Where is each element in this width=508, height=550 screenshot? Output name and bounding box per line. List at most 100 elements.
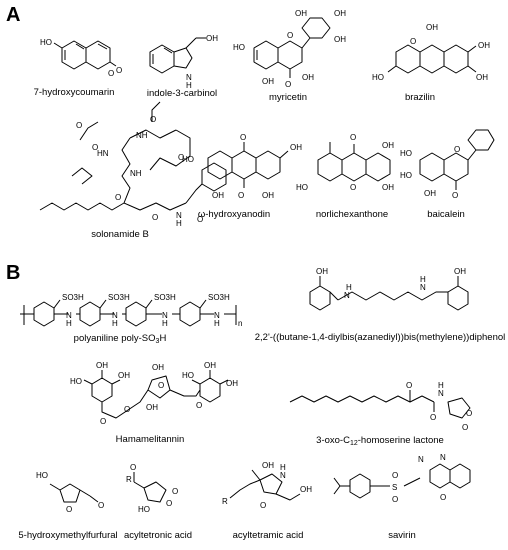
svg-text:O: O — [196, 401, 202, 410]
svg-text:OH: OH — [204, 361, 216, 370]
svg-text:N: N — [186, 73, 192, 82]
svg-text:O: O — [124, 405, 130, 414]
caption-indole-3-carbinol: indole-3-carbinol — [146, 88, 218, 99]
caption-solonamide-b: solonamide B — [91, 229, 149, 240]
caption-brazilin: brazilin — [404, 92, 436, 103]
svg-text:N: N — [162, 311, 168, 320]
svg-text:O: O — [76, 121, 82, 130]
svg-text:N: N — [344, 291, 350, 300]
svg-text:H: H — [214, 319, 220, 328]
svg-text:OH: OH — [476, 73, 488, 82]
svg-text:OH: OH — [290, 143, 302, 152]
structure-hamamelitannin: OH HO OH OH HO OH OH OH O O O O — [70, 361, 238, 426]
svg-text:O: O — [260, 501, 266, 510]
svg-text:N: N — [280, 471, 286, 480]
svg-text:O: O — [454, 145, 460, 154]
svg-text:OH: OH — [96, 361, 108, 370]
svg-text:H: H — [438, 381, 444, 390]
caption-omega-hydroxyanodin: ω-hydroxyanodin — [197, 209, 271, 220]
svg-text:O: O — [100, 417, 106, 426]
caption-hamamelitannin: Hamamelitannin — [115, 434, 185, 445]
svg-text:OH: OH — [316, 267, 328, 276]
svg-text:HO: HO — [36, 471, 48, 480]
svg-text:OH: OH — [424, 189, 436, 198]
svg-text:OH: OH — [426, 23, 438, 32]
svg-text:O: O — [392, 471, 398, 480]
caption-diphenol: 2,2'-((butane-1,4-diylbis(azanediyl))bis… — [254, 332, 506, 343]
svg-text:H: H — [112, 319, 118, 328]
svg-text:OH: OH — [334, 9, 346, 18]
svg-text:O: O — [166, 499, 172, 508]
structure-acyltetramic: R OH H N O OH — [222, 461, 312, 510]
svg-text:OH: OH — [382, 141, 394, 150]
svg-text:OH: OH — [295, 9, 307, 18]
svg-text:SO3H: SO3H — [108, 293, 130, 302]
svg-text:OH: OH — [226, 379, 238, 388]
structure-acyltetronic: R O HO O O — [126, 463, 178, 514]
svg-text:N: N — [440, 453, 446, 462]
svg-text:HO: HO — [233, 43, 245, 52]
svg-text:HO: HO — [138, 505, 150, 514]
svg-text:H: H — [162, 319, 168, 328]
svg-text:HO: HO — [400, 171, 412, 180]
svg-text:N: N — [438, 389, 444, 398]
svg-text:R: R — [126, 475, 132, 484]
caption-baicalein: baicalein — [427, 209, 465, 220]
svg-text:O: O — [158, 381, 164, 390]
svg-text:HO: HO — [70, 377, 82, 386]
svg-text:O: O — [116, 66, 122, 75]
svg-text:O: O — [392, 495, 398, 504]
structure-brazilin: HO OH OH OH O — [372, 23, 490, 82]
svg-text:OH: OH — [262, 461, 274, 470]
svg-text:O: O — [462, 423, 468, 432]
svg-text:HO: HO — [296, 183, 308, 192]
structure-solonamide-b: O O HN NH O O NH O O N H O — [39, 101, 227, 228]
svg-text:OH: OH — [300, 485, 312, 494]
svg-text:R: R — [222, 497, 228, 506]
caption-acyltetronic-acid: acyltetronic acid — [123, 530, 193, 541]
svg-text:NH: NH — [136, 131, 148, 140]
structure-norlichexanthone: O O OH HO OH — [296, 133, 394, 192]
svg-text:O: O — [287, 31, 293, 40]
structure-baicalein: HO HO OH O O — [400, 129, 495, 200]
svg-text:O: O — [240, 133, 246, 142]
svg-text:HO: HO — [182, 371, 194, 380]
caption-savirin: savirin — [388, 530, 416, 541]
caption-acyltetramic-acid: acyltetramic acid — [232, 530, 304, 541]
svg-text:OH: OH — [382, 183, 394, 192]
caption-polyaniline: polyaniline poly-SO3H — [73, 333, 167, 345]
svg-text:HO: HO — [40, 38, 52, 47]
svg-text:O: O — [238, 191, 244, 200]
svg-text:OH: OH — [302, 73, 314, 82]
svg-text:O: O — [92, 143, 98, 152]
svg-text:O: O — [350, 183, 356, 192]
svg-text:N: N — [112, 311, 118, 320]
structure-indole-3-carbinol: OH N H — [149, 34, 218, 90]
structure-polyaniline: SO3H SO3H SO3H SO3H N H N H N H N H n — [20, 293, 242, 328]
svg-text:H: H — [186, 81, 192, 90]
svg-text:HO: HO — [372, 73, 384, 82]
svg-text:OH: OH — [212, 191, 224, 200]
svg-text:N: N — [66, 311, 72, 320]
svg-text:O: O — [130, 463, 136, 472]
svg-text:N: N — [420, 283, 426, 292]
svg-text:OH: OH — [206, 34, 218, 43]
svg-text:O: O — [108, 69, 114, 78]
svg-text:H: H — [176, 219, 182, 228]
svg-text:HO: HO — [400, 149, 412, 158]
svg-text:SO3H: SO3H — [62, 293, 84, 302]
svg-text:S: S — [392, 483, 397, 492]
svg-text:OH: OH — [152, 363, 164, 372]
caption-hmf: 5-hydroxymethylfurfural — [18, 530, 118, 541]
caption-7-hydroxycoumarin: 7-hydroxycoumarin — [33, 87, 115, 98]
svg-text:H: H — [420, 275, 426, 284]
svg-text:O: O — [452, 191, 458, 200]
svg-text:O: O — [172, 487, 178, 496]
svg-text:O: O — [150, 115, 156, 124]
svg-text:O: O — [115, 193, 121, 202]
panel-label-b: B — [6, 262, 21, 284]
svg-text:OH: OH — [454, 267, 466, 276]
structure-7-hydroxycoumarin: HO O O — [40, 38, 122, 78]
structure-diphenol: OH OH H N N H — [309, 267, 469, 311]
